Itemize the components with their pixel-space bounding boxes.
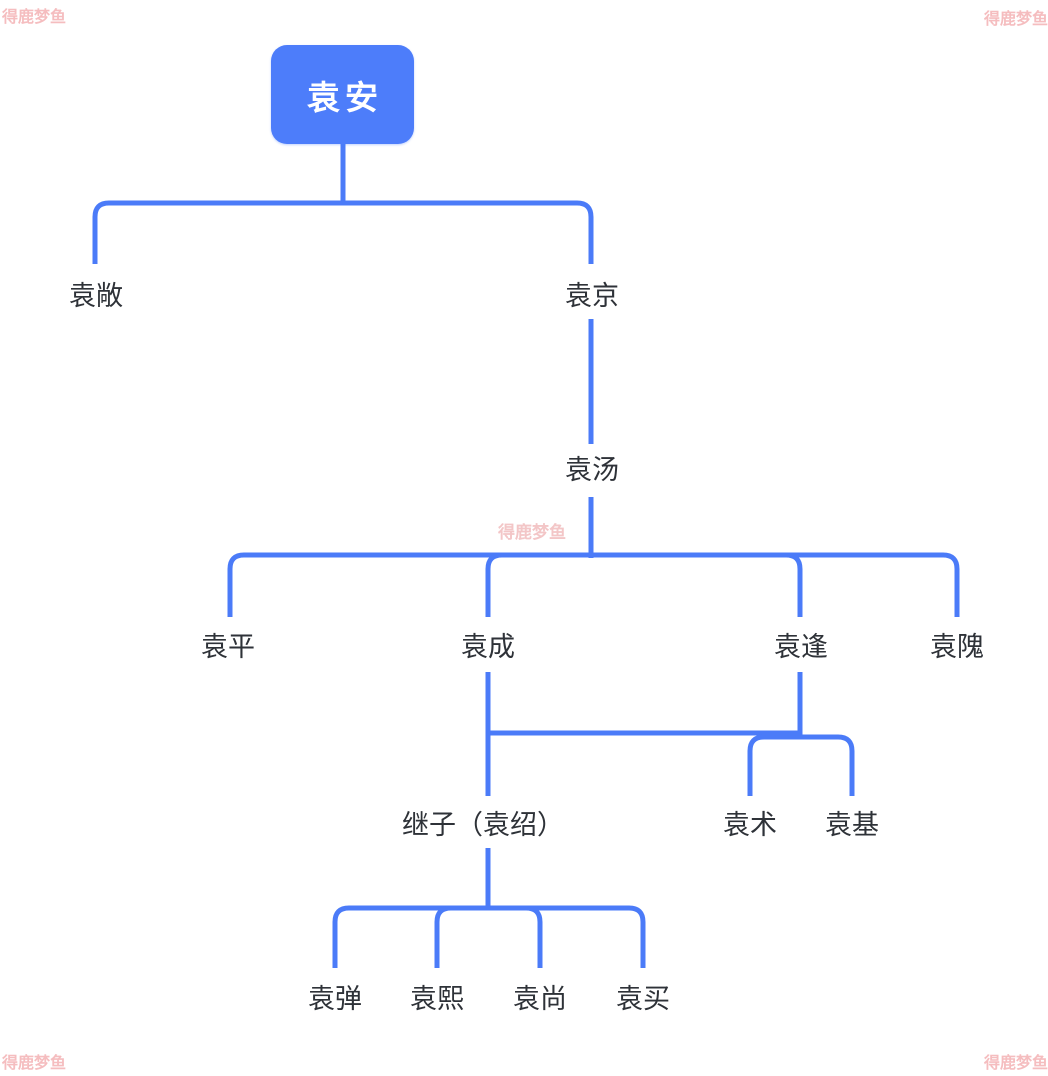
watermark-bottom-right: 得鹿梦鱼 — [984, 1055, 1048, 1072]
watermark-top-right: 得鹿梦鱼 — [984, 11, 1048, 28]
node-yuan-jing[interactable]: 袁京 — [565, 281, 619, 312]
edge-to-yuan-cheng — [485, 552, 591, 617]
node-jizi-yuan-shao[interactable]: 继子（袁绍） — [402, 810, 564, 841]
node-yuan-cheng[interactable]: 袁成 — [461, 632, 515, 663]
edge-to-yuan-wei — [591, 552, 960, 617]
edge-to-yuan-xi — [434, 905, 488, 968]
edge-to-yuan-dan — [332, 905, 488, 968]
node-yuan-shang[interactable]: 袁尚 — [513, 984, 567, 1015]
node-yuan-shu[interactable]: 袁术 — [723, 810, 777, 841]
edge-to-yuan-mai — [488, 905, 646, 968]
watermark-center: 得鹿梦鱼 — [498, 523, 566, 542]
node-yuan-ping[interactable]: 袁平 — [201, 632, 255, 663]
edge-to-yuan-ji — [800, 734, 855, 796]
node-yuan-xi[interactable]: 袁熙 — [410, 984, 464, 1015]
edge-to-yuan-chang — [92, 200, 343, 264]
edge-to-yuan-shu — [747, 734, 800, 796]
edge-to-yuan-jing — [343, 200, 594, 264]
node-yuan-dan[interactable]: 袁弹 — [308, 984, 362, 1015]
watermark-top-left: 得鹿梦鱼 — [2, 9, 67, 26]
node-yuan-an-label: 袁安 — [307, 78, 383, 116]
watermark-bottom-left: 得鹿梦鱼 — [2, 1055, 67, 1072]
edge-to-yuan-shang — [488, 905, 543, 968]
node-yuan-mai[interactable]: 袁买 — [616, 984, 670, 1015]
edge-to-yuan-ping — [227, 552, 591, 617]
edge-to-yuan-feng — [591, 552, 803, 617]
node-yuan-tang[interactable]: 袁汤 — [565, 455, 619, 486]
node-yuan-ji[interactable]: 袁基 — [825, 810, 879, 841]
node-yuan-chang[interactable]: 袁敞 — [69, 281, 123, 312]
node-yuan-an[interactable]: 袁安 — [271, 45, 414, 144]
node-yuan-feng[interactable]: 袁逢 — [774, 632, 828, 663]
node-yuan-wei[interactable]: 袁隗 — [930, 632, 984, 663]
